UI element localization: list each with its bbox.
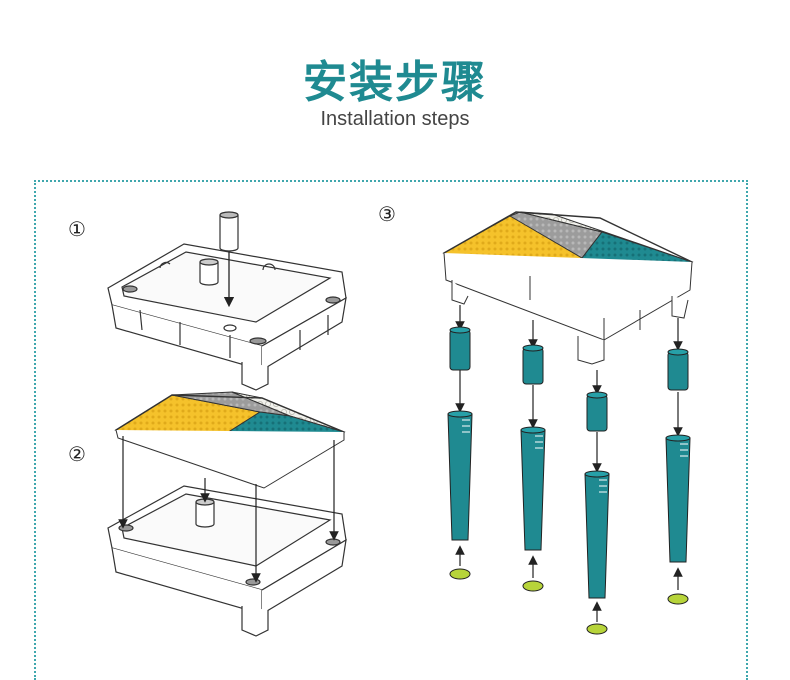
step-3-legs [447, 410, 691, 599]
step-3-connectors [449, 326, 689, 432]
step-2-tray [107, 485, 347, 637]
step-1-tray [107, 211, 347, 391]
page-title: 安装步骤 [303, 57, 487, 108]
step-2-board [114, 391, 346, 489]
step-3-number: ③ [378, 202, 396, 226]
step-3-foot-pads [449, 568, 689, 635]
step-3-arrows-down [455, 305, 683, 473]
installation-diagram [107, 211, 694, 637]
step-1-number: ① [68, 217, 86, 241]
page-subtitle: Installation steps [320, 108, 470, 130]
dotted-frame [34, 180, 748, 680]
step-3-arrows-up [455, 545, 683, 622]
step-2-number: ② [68, 442, 86, 466]
step-2-arrows [118, 436, 339, 583]
step-3-table [442, 211, 694, 365]
